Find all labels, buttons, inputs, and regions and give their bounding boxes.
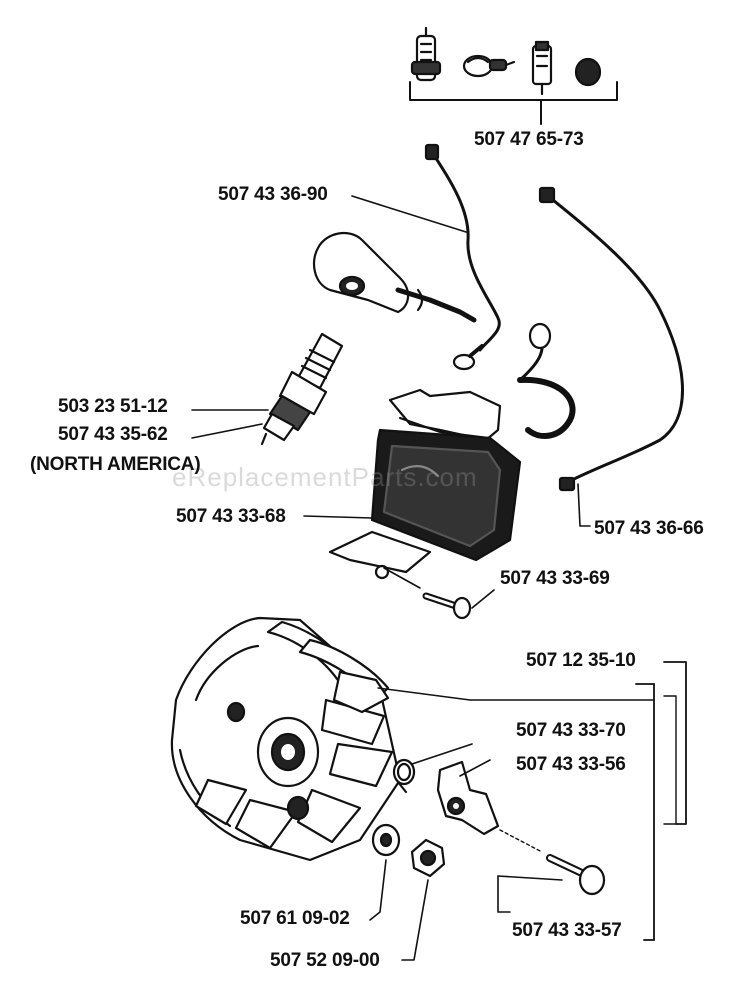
flywheel xyxy=(170,616,402,862)
label-kit-top: 507 47 65-73 xyxy=(474,129,584,150)
label-module-screw: 507 43 33-69 xyxy=(500,568,610,589)
washer xyxy=(371,823,401,857)
label-north-america: (NORTH AMERICA) xyxy=(30,454,201,475)
label-nut: 507 52 09-00 xyxy=(270,950,380,971)
label-ignition-module: 507 43 33-68 xyxy=(176,506,286,527)
kit-parts-group xyxy=(409,26,618,125)
ignition-lead-right xyxy=(538,186,684,492)
pawl-spring xyxy=(392,758,416,794)
label-lead-right: 507 43 36-66 xyxy=(594,518,704,539)
ignition-module xyxy=(328,322,576,580)
label-washer: 507 61 09-02 xyxy=(240,908,350,929)
label-lead-top: 507 43 36-90 xyxy=(218,184,328,205)
kit-plug-icon xyxy=(410,26,442,82)
label-spark-plug-na: 507 43 35-62 xyxy=(58,424,168,445)
spark-plug-boot xyxy=(312,231,477,323)
spark-plug xyxy=(260,332,344,446)
watermark: eReplacementParts.com xyxy=(172,462,478,492)
kit-cap-icon xyxy=(574,57,602,87)
label-pin: 507 43 33-57 xyxy=(512,920,622,941)
starter-pawl xyxy=(436,760,500,836)
label-flywheel-kit: 507 12 35-10 xyxy=(526,650,636,671)
pawl-pin xyxy=(546,854,606,896)
label-spark-plug: 503 23 51-12 xyxy=(58,396,168,417)
label-pawl: 507 43 33-56 xyxy=(516,754,626,775)
module-screw xyxy=(422,592,472,620)
ignition-lead-top xyxy=(424,143,501,371)
label-spring: 507 43 33-70 xyxy=(516,720,626,741)
kit-terminal-icon xyxy=(531,40,553,96)
kit-connector-icon xyxy=(462,54,516,78)
nut xyxy=(410,838,446,878)
